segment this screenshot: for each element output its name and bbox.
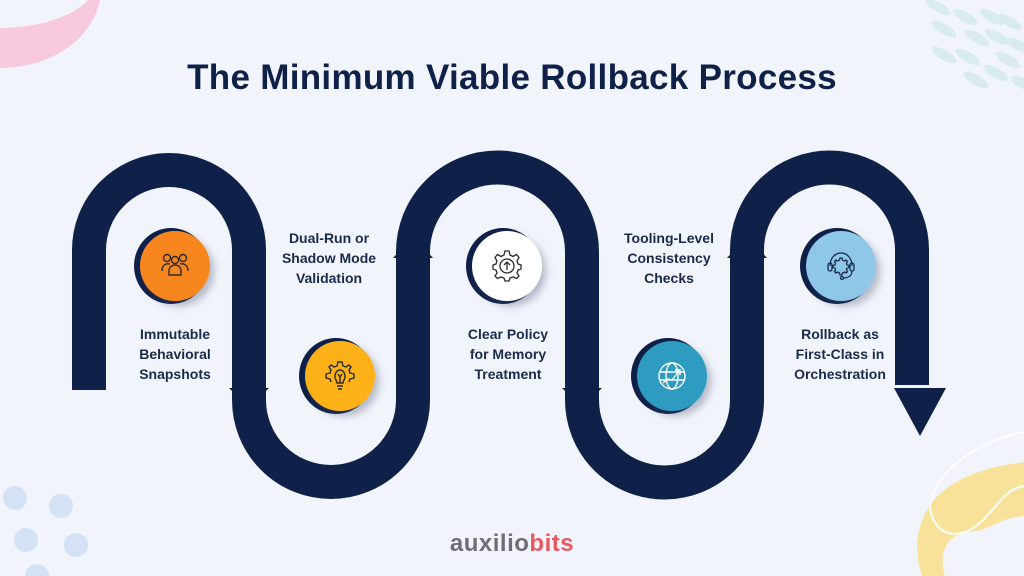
step-2-label: Dual-Run or Shadow Mode Validation bbox=[254, 228, 404, 288]
step-5-label: Rollback as First-Class in Orchestration bbox=[765, 324, 915, 384]
decor-teal-dashes bbox=[925, 0, 1024, 89]
gear-headset-icon bbox=[827, 252, 855, 281]
step-2-icon-circle bbox=[299, 338, 375, 414]
step-4-circle-fill bbox=[637, 341, 707, 411]
gear-upload-icon bbox=[492, 250, 522, 282]
gear-lightbulb-icon bbox=[325, 361, 355, 390]
step-2-label-line: Shadow Mode bbox=[281, 250, 377, 266]
step-4-icon-circle bbox=[631, 338, 707, 414]
step-2-label-line: Dual-Run or bbox=[288, 230, 370, 246]
brand-logo-part1: auxilio bbox=[449, 530, 530, 557]
step-3-label: Clear Policy for Memory Treatment bbox=[433, 324, 583, 384]
step-1-icon-circle bbox=[134, 228, 210, 304]
step-3-icon-circle bbox=[466, 228, 542, 304]
step-4-label-line: Tooling-Level bbox=[624, 230, 714, 246]
arrow-down-1 bbox=[229, 388, 269, 408]
step-1-label-line: Behavioral bbox=[139, 346, 211, 362]
step-1-label-line: Snapshots bbox=[139, 366, 211, 382]
brand-logo-part2: bits bbox=[529, 530, 575, 557]
globe-growth-icon bbox=[658, 362, 686, 390]
step-5-label-line: First-Class in bbox=[795, 346, 885, 362]
step-3-label-line: Treatment bbox=[474, 366, 542, 382]
decor-blue-dots bbox=[3, 486, 88, 576]
step-1-label-line: Immutable bbox=[139, 326, 210, 342]
flow-start bbox=[72, 370, 106, 390]
page-title: The Minimum Viable Rollback Process bbox=[187, 58, 837, 97]
decor-yellow-swoosh bbox=[917, 431, 1024, 576]
arrow-up-2 bbox=[393, 236, 433, 258]
flow-track bbox=[72, 150, 929, 500]
step-2-label-line: Validation bbox=[295, 270, 363, 286]
step-3-circle-fill bbox=[472, 231, 542, 301]
step-4-label-line: Consistency bbox=[627, 250, 711, 266]
arrow-down-final bbox=[894, 388, 946, 436]
decor-pink-ring bbox=[0, 0, 100, 68]
step-3-label-line: for Memory bbox=[469, 346, 547, 362]
step-5-label-line: Rollback as bbox=[801, 326, 879, 342]
step-2-circle-fill bbox=[305, 341, 375, 411]
step-4-label: Tooling-Level Consistency Checks bbox=[594, 228, 744, 288]
users-group-icon bbox=[161, 253, 189, 276]
step-5-label-line: Orchestration bbox=[794, 366, 886, 382]
arrow-up-4 bbox=[727, 236, 767, 258]
brand-logo: auxiliobits bbox=[0, 530, 1024, 558]
step-1-circle-fill bbox=[140, 231, 210, 301]
arrow-down-3 bbox=[562, 388, 602, 408]
step-1-label: Immutable Behavioral Snapshots bbox=[100, 324, 250, 384]
step-4-label-line: Checks bbox=[644, 270, 694, 286]
step-5-circle-fill bbox=[806, 231, 876, 301]
step-5-icon-circle bbox=[800, 228, 876, 304]
step-3-label-line: Clear Policy bbox=[467, 326, 549, 342]
